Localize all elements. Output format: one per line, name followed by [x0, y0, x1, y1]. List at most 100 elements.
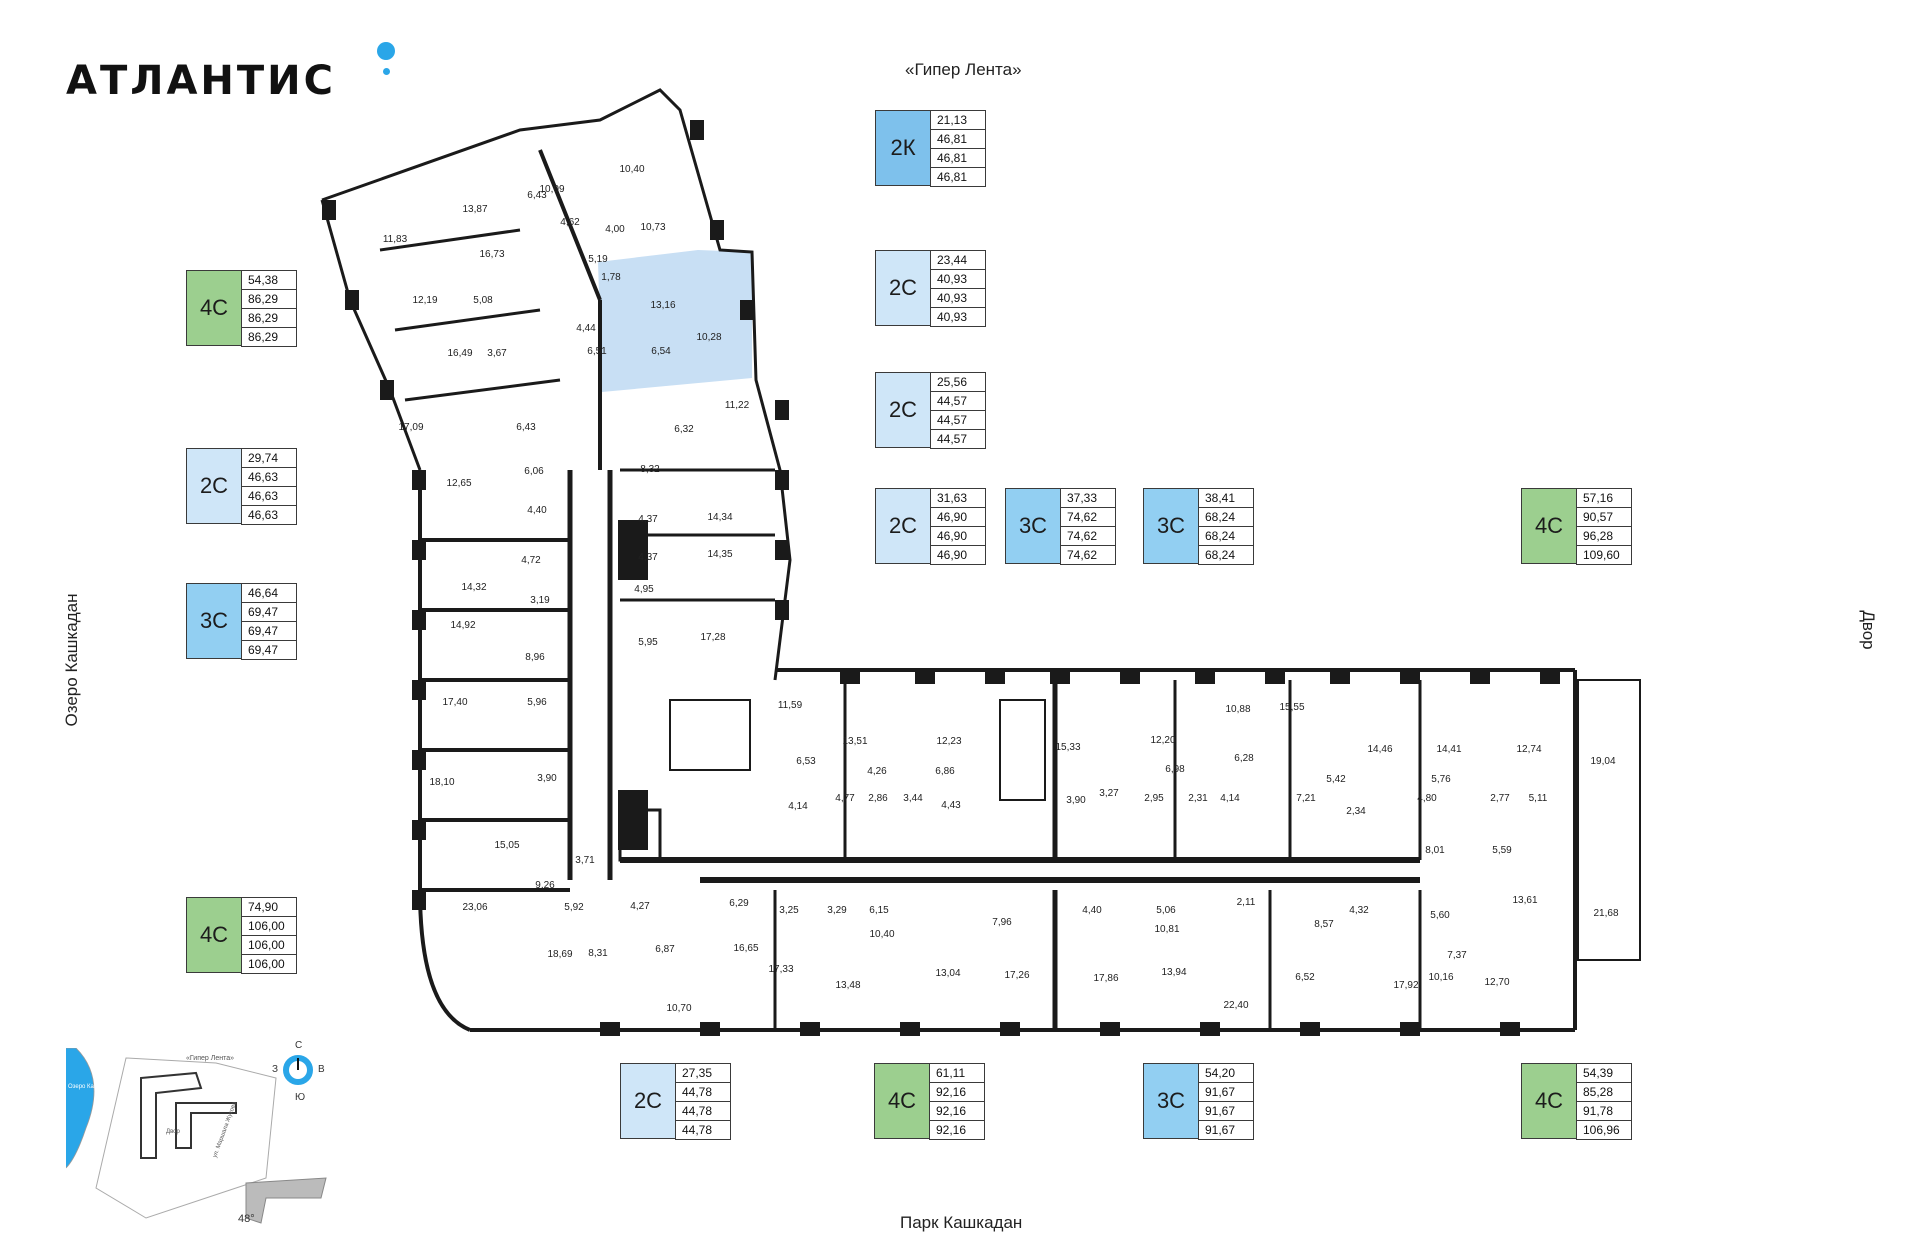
room-area-label: 5,95: [638, 637, 658, 648]
room-area-label: 10,81: [1154, 924, 1179, 935]
legend-area-value: 23,44: [930, 250, 986, 270]
legend-type: 2С: [186, 448, 241, 524]
legend-type: 3С: [1005, 488, 1060, 564]
room-area-label: 5,19: [588, 254, 608, 265]
legend-area-value: 68,24: [1198, 546, 1254, 565]
compass-east: В: [318, 1064, 325, 1075]
direction-top-label: «Гипер Лента»: [905, 60, 1022, 79]
legend-area-value: 68,24: [1198, 508, 1254, 527]
minimap-lake-label: Озеро Кашкадан: [68, 1084, 115, 1090]
room-area-label: 2,86: [868, 793, 888, 804]
room-area-label: 14,92: [450, 620, 475, 631]
room-area-label: 17,33: [768, 964, 793, 975]
room-area-label: 9,26: [535, 880, 555, 891]
legend-area-value: 40,93: [930, 270, 986, 289]
room-area-label: 13,51: [842, 736, 867, 747]
room-area-label: 6,86: [935, 766, 955, 777]
room-area-label: 3,44: [903, 793, 923, 804]
room-area-label: 14,35: [707, 549, 732, 560]
legend-area-value: 37,33: [1060, 488, 1116, 508]
legend-area-value: 25,56: [930, 372, 986, 392]
legend-area-value: 46,81: [930, 168, 986, 187]
legend-area-value: 91,67: [1198, 1083, 1254, 1102]
room-area-label: 18,10: [429, 777, 454, 788]
room-area-label: 6,43: [527, 190, 547, 201]
legend-area-value: 46,63: [241, 468, 297, 487]
room-area-label: 8,32: [640, 464, 660, 475]
legend-area-value: 74,90: [241, 897, 297, 917]
room-area-label: 4,00: [605, 224, 625, 235]
legend-type: 2С: [875, 488, 930, 564]
room-area-label: 22,40: [1223, 1000, 1248, 1011]
direction-bottom-label: Парк Кашкадан: [900, 1213, 1023, 1232]
room-area-label: 4,37: [638, 552, 658, 563]
room-area-label: 6,87: [655, 944, 675, 955]
room-area-label: 17,86: [1093, 973, 1118, 984]
legend-type: 2С: [875, 250, 930, 326]
room-area-label: 21,68: [1593, 908, 1618, 919]
legend-area-value: 54,39: [1576, 1063, 1632, 1083]
legend-area-value: 92,16: [929, 1121, 985, 1140]
legend-type: 4С: [186, 270, 241, 346]
legend-area-value: 46,63: [241, 506, 297, 525]
room-area-label: 14,46: [1367, 744, 1392, 755]
legend-area-value: 29,74: [241, 448, 297, 468]
legend-area-value: 44,57: [930, 392, 986, 411]
legend-area-value: 46,64: [241, 583, 297, 603]
site-minimap: «Гипер Лента» Озеро Кашкадан Двор ул. Ма…: [66, 1048, 327, 1224]
legend-area-value: 86,29: [241, 290, 297, 309]
legend-area-value: 85,28: [1576, 1083, 1632, 1102]
legend-area-value: 21,13: [930, 110, 986, 130]
legend-area-value: 46,90: [930, 527, 986, 546]
room-area-label: 13,16: [650, 300, 675, 311]
legend-area-value: 106,00: [241, 917, 297, 936]
room-area-label: 3,25: [779, 905, 799, 916]
room-area-label: 6,28: [1234, 753, 1254, 764]
room-area-label: 3,27: [1099, 788, 1119, 799]
room-area-label: 4,43: [941, 800, 961, 811]
legend-area-value: 46,90: [930, 508, 986, 527]
room-area-label: 13,04: [935, 968, 960, 979]
room-area-label: 4,37: [638, 514, 658, 525]
room-area-label: 12,65: [446, 478, 471, 489]
brand-logo: АТЛАНТИС: [66, 42, 395, 104]
room-area-label: 12,23: [936, 736, 961, 747]
room-area-label: 5,11: [1529, 793, 1548, 804]
room-area-label: 7,37: [1447, 950, 1467, 961]
room-area-label: 17,26: [1004, 970, 1029, 981]
room-area-label: 4,72: [521, 555, 541, 566]
legend-area-value: 86,29: [241, 309, 297, 328]
room-area-label: 16,49: [447, 348, 472, 359]
legend-area-value: 40,93: [930, 308, 986, 327]
highlighted-apartment[interactable]: [598, 250, 752, 392]
legend-area-value: 69,47: [241, 603, 297, 622]
legend-area-value: 54,20: [1198, 1063, 1254, 1083]
room-area-label: 11,59: [778, 700, 803, 711]
room-area-label: 10,40: [869, 929, 894, 940]
compass-icon: [283, 1055, 313, 1085]
legend-area-value: 46,81: [930, 149, 986, 168]
room-area-label: 10,70: [666, 1003, 691, 1014]
room-area-label: 4,44: [576, 323, 596, 334]
legend-area-value: 91,67: [1198, 1121, 1254, 1140]
legend-area-value: 74,62: [1060, 527, 1116, 546]
compass-west: З: [272, 1064, 279, 1075]
room-area-label: 8,01: [1425, 845, 1445, 856]
